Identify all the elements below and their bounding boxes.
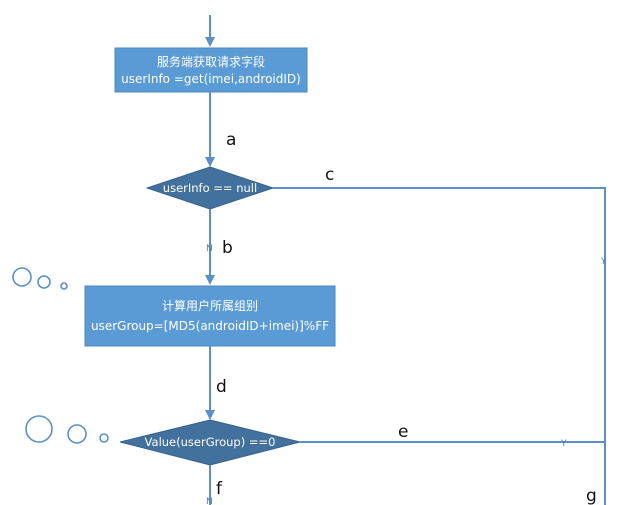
null-check-text: userInfo == null bbox=[163, 181, 257, 195]
thought-bubble-small-2 bbox=[99, 433, 109, 443]
edge-c-line bbox=[273, 187, 606, 505]
thought-bubble-medium-2 bbox=[67, 424, 87, 444]
compute-group-box bbox=[84, 285, 336, 347]
fetch-request-formula: userInfo =get(imei,androidID) bbox=[121, 72, 301, 86]
fetch-request-title: 服务端获取请求字段 bbox=[157, 54, 265, 69]
edge-label-b: b bbox=[222, 238, 233, 258]
branch-yes-label-2: Y bbox=[560, 439, 567, 449]
edge-label-g: g bbox=[586, 486, 597, 505]
edge-label-a: a bbox=[226, 130, 236, 150]
compute-group-formula: userGroup=[MD5(androidID+imei)]%FF bbox=[91, 319, 329, 333]
thought-bubble-medium bbox=[37, 275, 51, 289]
edge-label-f: f bbox=[216, 479, 223, 499]
value-check-text: Value(userGroup) ==0 bbox=[145, 435, 276, 449]
thought-bubble-small bbox=[60, 282, 68, 290]
branch-no-label-1: N bbox=[206, 244, 213, 254]
branch-no-label-2: N bbox=[206, 497, 213, 505]
thought-bubble-large-2 bbox=[25, 415, 53, 443]
thought-bubble-large bbox=[12, 267, 32, 287]
edge-label-e: e bbox=[398, 422, 408, 442]
branch-yes-label-1: Y bbox=[600, 257, 607, 267]
edge-label-c: c bbox=[325, 165, 334, 185]
edge-label-d: d bbox=[216, 377, 227, 397]
compute-group-title: 计算用户所属组别 bbox=[162, 298, 258, 313]
